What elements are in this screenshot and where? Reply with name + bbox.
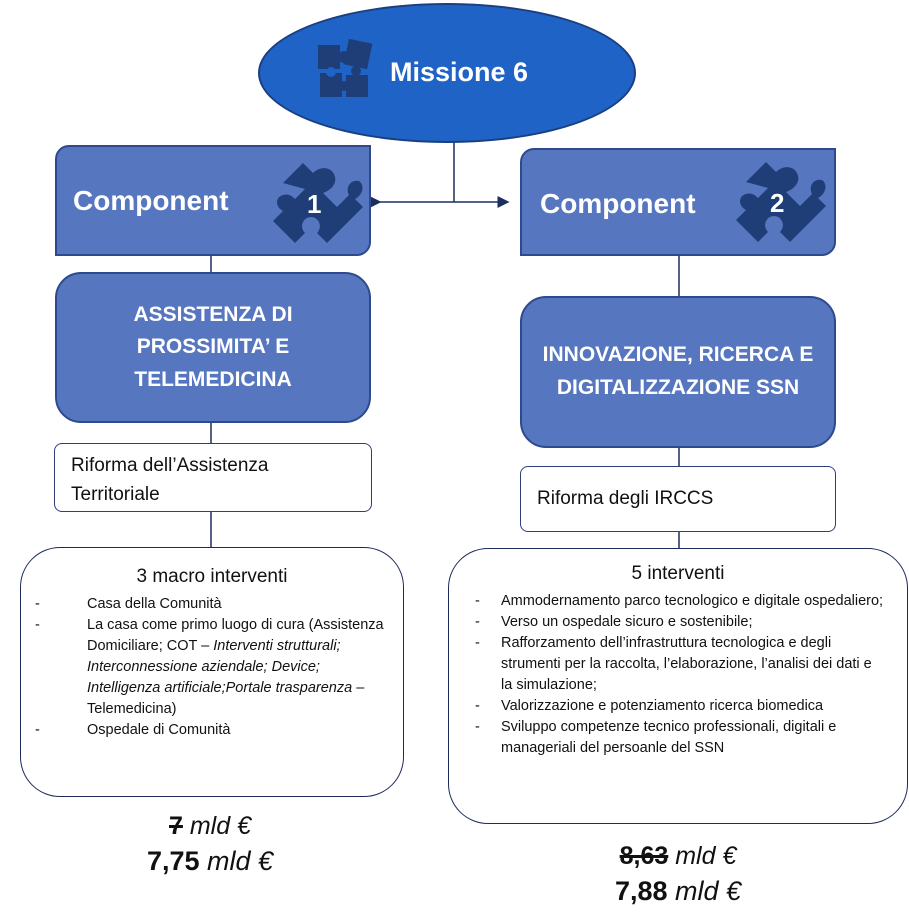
theme-1-box: ASSISTENZA DI PROSSIMITA’ E TELEMEDICINA — [55, 272, 371, 423]
puzzle-icon — [273, 163, 363, 243]
interventions-2-list: -Ammodernamento parco tecnologico e digi… — [475, 591, 887, 759]
component-2-label: Component — [540, 188, 696, 219]
reform-1-box: Riforma dell’Assistenza Territoriale — [54, 443, 372, 512]
amount-1-old: 7 mld € — [169, 812, 251, 840]
interventions-2-box: 5 interventi -Ammodernamento parco tecno… — [448, 548, 908, 824]
component-2-box: Component 2 — [520, 148, 836, 256]
puzzle-icon — [318, 39, 373, 97]
component-2-number: 2 — [770, 188, 785, 218]
component-1-label: Component — [73, 185, 229, 216]
amount-1-new: 7,75 mld € — [146, 846, 274, 876]
component-1-number: 1 — [307, 189, 322, 219]
reform-2-text: Riforma degli IRCCS — [537, 488, 714, 509]
reform-2-box: Riforma degli IRCCS — [520, 466, 836, 532]
list-item: -Ospedale di Comunità — [35, 722, 231, 739]
theme-2-box: INNOVAZIONE, RICERCA E DIGITALIZZAZIONE … — [520, 296, 836, 448]
interventions-2-title: 5 interventi — [631, 563, 725, 584]
amount-2-new: 7,88 mld € — [614, 876, 742, 906]
list-item: -La casa come primo luogo di cura (Assis… — [35, 617, 384, 718]
mission-title: Missione 6 — [390, 57, 529, 87]
mission-node: Missione 6 — [258, 3, 636, 143]
list-item: -Ammodernamento parco tecnologico e digi… — [475, 593, 884, 609]
reform-1-text: Riforma dell’Assistenza Territoriale — [71, 455, 269, 505]
interventions-1-list: -Casa della Comunità -La casa come primo… — [35, 594, 389, 741]
puzzle-icon — [736, 162, 826, 242]
theme-2-text: INNOVAZIONE, RICERCA E DIGITALIZZAZIONE … — [542, 343, 814, 399]
list-item: -Valorizzazione e potenziamento ricerca … — [475, 698, 824, 715]
list-item: -Rafforzamento dell’infrastruttura tecno… — [475, 635, 872, 694]
interventions-1-box: 3 macro interventi -Casa della Comunità … — [20, 547, 404, 797]
list-item: -Sviluppo competenze tecnico professiona… — [475, 719, 837, 757]
amount-2-old: 8,63 mld € — [619, 842, 737, 870]
theme-1-text: ASSISTENZA DI PROSSIMITA’ E TELEMEDICINA — [133, 302, 293, 391]
list-item: -Verso un ospedale sicuro e sostenibile; — [475, 614, 753, 631]
list-item: -Casa della Comunità — [35, 596, 222, 612]
interventions-1-title: 3 macro interventi — [136, 566, 288, 587]
component-1-box: Component 1 — [55, 145, 371, 256]
